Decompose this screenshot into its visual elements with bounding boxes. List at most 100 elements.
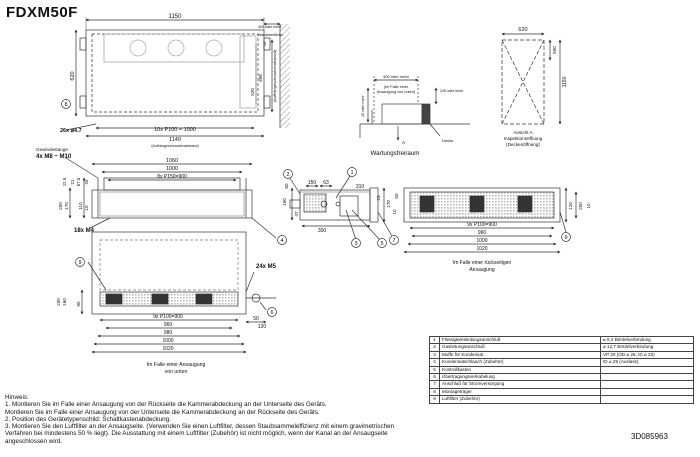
front-threaded-rod-size: 4x M8 ~ M10 <box>36 154 72 160</box>
front-dim-25: 25 <box>84 179 89 184</box>
legend-spec <box>600 395 694 404</box>
top-holes-pitch: 10x P100 = 1000 <box>154 127 196 133</box>
top-depth-label: 620 <box>70 71 76 80</box>
bottom-screws: 24x M5 <box>256 264 277 270</box>
legend-row: 7 Anschluß für Stromversorgung <box>429 380 694 389</box>
side-dim-23: 23 <box>376 195 381 201</box>
rear-holes-pitch: 9x P100=900 <box>467 222 497 228</box>
rear-dim-200: 200 <box>578 202 583 210</box>
side-dim-310: 310 <box>356 184 365 190</box>
legend-number: 4 <box>429 358 440 367</box>
top-dim-520: 520 <box>250 88 255 96</box>
inspection-caption-1: Ansicht A <box>513 130 533 135</box>
top-dim-608: 608 <box>258 74 263 82</box>
service-note-2: Ansaugung von unten) <box>377 90 416 94</box>
note-3a: 3. Montieren Sie den Luftfilter an der A… <box>5 423 395 431</box>
inspection-caption-2: Inspektionsöffnung <box>504 136 543 141</box>
front-dim-10: 10 <box>84 205 89 211</box>
front-dim-12-5: 12.5 <box>62 177 67 186</box>
legend-number: 6 <box>429 372 440 382</box>
top-flange-holes: 26x ⌀4.7 <box>60 128 82 134</box>
callout-7: 7 <box>392 238 395 244</box>
legend-row: 2 Gasleitungsanschluß ⌀ 12,7 Bördelverbi… <box>429 343 694 352</box>
legend-part: Kontrollkasten <box>439 365 601 374</box>
callout-6: 6 <box>270 310 273 316</box>
service-arrow-label: A <box>402 140 406 145</box>
legend-number: 2 <box>429 343 440 352</box>
front-threaded-rod: Gewindestange <box>36 147 68 152</box>
callout-9-rear: 9 <box>564 235 567 241</box>
legend-number: 7 <box>429 380 440 389</box>
rear-dim-1000: 1000 <box>476 238 487 244</box>
legend-row: 1 Flüssigkeitsleitungsanschluß ⌀ 6,4 Bör… <box>429 335 694 345</box>
legend-row: 6 Übertragungsverkabelung <box>429 372 694 382</box>
side-dim-100: 100 <box>282 198 287 206</box>
side-dim-10: 10 <box>392 209 397 215</box>
bottom-dim-120: 120 <box>258 324 267 330</box>
bottom-caption-2: von unten <box>165 369 188 375</box>
callout-4: 4 <box>280 238 283 244</box>
bottom-dim-160: 160 <box>62 298 67 306</box>
legend-row: 4 Kondensatschlauch (Zubehör) ID ⌀ 25 (A… <box>429 358 694 367</box>
legend-number: 5 <box>429 365 440 374</box>
service-note-1: (Im Falle einer <box>384 85 409 89</box>
top-wall-label: Wandoberfläche <box>258 33 283 37</box>
front-dim-67-5: 67.5 <box>76 177 81 186</box>
note-2: 2. Position des Gerätetypenschild: Schal… <box>5 415 171 423</box>
service-ceiling: Decke <box>442 138 454 143</box>
side-dim-63: 63 <box>323 180 329 186</box>
inspection-opening <box>501 32 562 125</box>
bottom-dim-960: 960 <box>164 322 173 328</box>
top-view <box>65 17 290 138</box>
front-holes-pitch: 8x P150=900 <box>157 174 187 180</box>
bottom-dim-1020: 1020 <box>162 346 173 352</box>
parts-legend-table: 1 Flüssigkeitsleitungsanschluß ⌀ 6,4 Bör… <box>429 335 694 404</box>
callout-1: 1 <box>350 170 353 176</box>
inspection-dim-620: 620 <box>518 27 527 33</box>
bottom-dim-90: 90 <box>76 301 81 307</box>
front-screws: 18x M4 <box>74 228 95 234</box>
bottom-dim-1000: 1000 <box>162 338 173 344</box>
bottom-dim-50: 50 <box>253 316 259 322</box>
rear-dim-1020: 1020 <box>476 246 487 252</box>
top-dim-50: 50 <box>262 41 267 46</box>
callout-8: 8 <box>64 102 67 108</box>
legend-spec <box>600 387 694 397</box>
legend-number: 3 <box>429 350 440 360</box>
legend-part: Anschluß für Stromversorgung <box>439 380 601 389</box>
front-dim-170: 170 <box>64 202 69 210</box>
legend-spec: VP 20 (OD ⌀ 26, ID ⌀ 20) <box>600 350 694 360</box>
side-dim-300: 300 <box>318 228 327 234</box>
rear-dim-960: 960 <box>478 230 487 236</box>
side-dim-170: 170 <box>386 200 391 208</box>
bottom-dim-980: 980 <box>164 330 173 336</box>
top-width-label: 1150 <box>169 14 183 20</box>
top-clearance-label: 300 oder mehr <box>258 25 282 29</box>
legend-row: 3 Muffe für Kondensat VP 20 (OD ⌀ 26, ID… <box>429 350 694 360</box>
notes-block: Hinweis: 1. Montieren Sie im Falle einer… <box>5 394 525 445</box>
top-hanger-label: (Aufhängeschraubenabstand) <box>272 49 277 102</box>
rear-dim-50: 50 <box>394 193 399 199</box>
legend-spec: ⌀ 12,7 Bördelverbindung <box>600 343 694 352</box>
legend-row: 5 Kontrollkasten <box>429 365 694 374</box>
legend-row: 9 Luftfilter (Zubehör) <box>429 395 694 404</box>
top-hanger-width: 1140 <box>169 137 181 143</box>
rear-caption-2: Ansaugung <box>469 267 495 273</box>
note-1b: Montieren Sie im Falle einer Ansaugung v… <box>5 408 320 416</box>
legend-spec <box>600 365 694 374</box>
service-dim-245: 245 oder mehr <box>440 89 464 93</box>
top-hanger-width-label: (Aufhängeschraubenabstand) <box>151 144 198 148</box>
legend-spec: ID ⌀ 25 (Auslass) <box>600 358 694 367</box>
front-dim-110: 110 <box>78 202 83 210</box>
note-3b: Verfahren bei mindestens 50 % liegt). Di… <box>5 430 388 438</box>
front-view <box>65 157 277 239</box>
note-3c: angeschlossen wird. <box>5 437 63 445</box>
bottom-dim-200: 200 <box>56 298 61 306</box>
side-view <box>289 175 393 241</box>
rear-caption-1: Im Falle einer rückseitigen <box>453 260 512 266</box>
inspection-dim-1150: 1150 <box>562 76 568 87</box>
note-1a: 1. Montieren Sie im Falle einer Ansaugun… <box>5 401 327 409</box>
callouts <box>61 99 571 317</box>
front-dim-1060: 1060 <box>166 158 178 164</box>
